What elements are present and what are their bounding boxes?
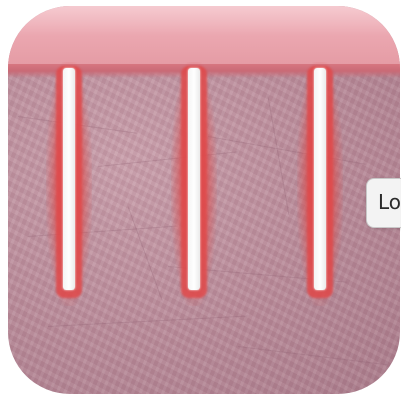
tissue-fiber <box>128 206 163 300</box>
microneedling-app-icon[interactable] <box>8 6 400 394</box>
tooltip: Lo <box>366 178 401 228</box>
tissue-fiber <box>268 96 290 214</box>
needle <box>63 68 75 290</box>
needle <box>188 68 200 290</box>
tooltip-text: Lo <box>378 190 401 214</box>
tissue-fiber <box>48 316 248 327</box>
needle <box>314 68 326 290</box>
tissue-fiber <box>238 346 387 365</box>
icon-highlight <box>8 6 400 36</box>
